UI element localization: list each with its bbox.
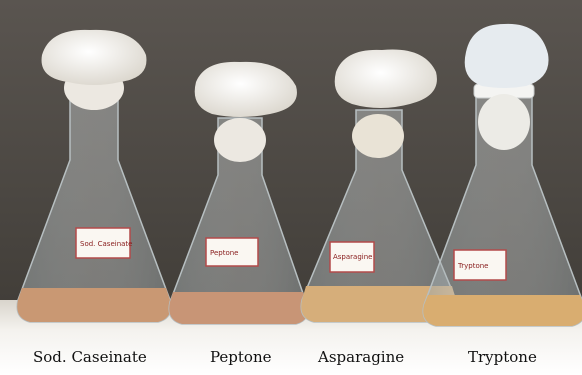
broth-3 <box>301 286 457 322</box>
flask-tag-3 <box>329 241 375 273</box>
broth-1 <box>17 288 171 322</box>
flask-tag-1-text: Sod. Caseinate <box>80 240 132 248</box>
cotton-plug-3 <box>334 49 437 108</box>
flask-tag-2 <box>205 237 259 267</box>
flask-4: Tryptone <box>422 23 582 327</box>
caption-asparagine: Asparagine <box>318 348 405 366</box>
flask-1: Sod. Caseinate <box>16 29 172 323</box>
broth-4 <box>423 295 582 326</box>
caption-peptone: Peptone <box>210 348 272 366</box>
flask-tag-4-text: Tryptone <box>457 262 488 270</box>
cotton-plug-4 <box>464 23 549 88</box>
caption-tryptone: Tryptone <box>468 348 537 366</box>
flask-tag-4 <box>453 249 507 281</box>
cotton-plug-1 <box>41 29 147 85</box>
broth-2 <box>169 292 308 324</box>
caption-sod-caseinate: Sod. Caseinate <box>33 348 147 366</box>
flask-tag-2-text: Peptone <box>210 249 239 257</box>
cotton-plug-2 <box>194 61 297 117</box>
flask-tag-1 <box>75 227 131 259</box>
flask-2: Peptone <box>168 61 309 325</box>
flask-tag-3-text: Asparagine <box>333 253 372 261</box>
flask-3: Asparagine <box>300 49 458 323</box>
